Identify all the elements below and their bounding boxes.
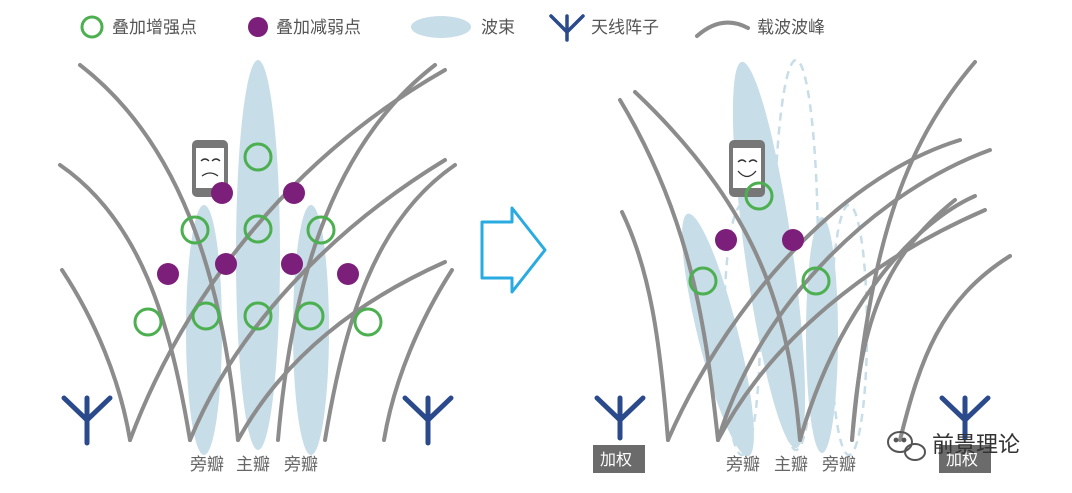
destructive-point	[211, 182, 233, 204]
destructive-point-icon	[248, 17, 268, 37]
legend-crest-label: 载波波峰	[757, 18, 825, 38]
side-lobe-label: 旁瓣	[284, 455, 318, 475]
destructive-point	[215, 253, 237, 275]
watermark-text: 前景理论	[932, 433, 1020, 458]
right-panel-crests	[618, 60, 1012, 442]
destructive-point	[283, 182, 305, 204]
constructive-point	[688, 266, 718, 296]
svg-text:加权: 加权	[600, 450, 632, 469]
legend-antenna-label: 天线阵子	[591, 18, 659, 38]
weight-tag: 加权	[939, 445, 991, 473]
left-destructive-points	[157, 182, 359, 285]
destructive-point	[337, 263, 359, 285]
left-antenna-crests	[58, 63, 447, 442]
legend-constructive-label: 叠加增强点	[112, 18, 197, 38]
constructive-point	[801, 266, 831, 296]
legend: 叠加增强点 叠加减弱点 波束 天线阵子 载波波峰	[80, 14, 825, 42]
main-lobe-label: 主瓣	[236, 455, 270, 475]
antenna-icon	[61, 395, 113, 446]
antenna-icon	[939, 395, 991, 441]
destructive-point	[157, 263, 179, 285]
constructive-point	[353, 307, 383, 337]
constructive-point	[191, 301, 221, 331]
constructive-point	[306, 215, 336, 245]
antenna-icon	[402, 395, 454, 446]
legend-destructive-label: 叠加减弱点	[276, 18, 361, 38]
right-panel: 加权 加权 旁瓣 主瓣 旁瓣	[593, 58, 1012, 475]
left-constructive-points	[133, 142, 383, 337]
destructive-point	[281, 253, 303, 275]
svg-text:加权: 加权	[946, 450, 978, 469]
side-lobe-label: 旁瓣	[822, 455, 856, 475]
destructive-point	[715, 229, 737, 251]
side-lobe-label: 旁瓣	[726, 455, 760, 475]
constructive-point	[243, 214, 273, 244]
transition-arrow-icon	[480, 206, 547, 294]
constructive-point	[133, 307, 163, 337]
antenna-icon	[549, 14, 585, 42]
constructive-point	[295, 301, 325, 331]
constructive-point	[744, 181, 774, 211]
beam-icon	[411, 16, 471, 38]
main-lobe	[236, 60, 280, 450]
antenna-icon	[594, 395, 646, 441]
weight-tag: 加权	[593, 445, 645, 473]
main-lobe-label: 主瓣	[774, 455, 808, 475]
right-antenna-crests	[276, 63, 457, 442]
right-destructive-points	[715, 229, 804, 251]
left-panel: 旁瓣 主瓣 旁瓣	[58, 60, 457, 475]
wechat-icon	[887, 431, 926, 461]
crest-icon	[695, 20, 750, 38]
constructive-point	[243, 142, 273, 172]
destructive-point	[782, 229, 804, 251]
side-lobe-label: 旁瓣	[190, 455, 224, 475]
watermark: 前景理论	[887, 431, 1020, 461]
right-constructive-points	[688, 181, 831, 296]
constructive-point	[180, 215, 210, 245]
legend-beam-label: 波束	[481, 18, 515, 38]
constructive-point	[243, 301, 273, 331]
left-beams	[186, 60, 329, 455]
constructive-point-icon	[80, 15, 104, 39]
